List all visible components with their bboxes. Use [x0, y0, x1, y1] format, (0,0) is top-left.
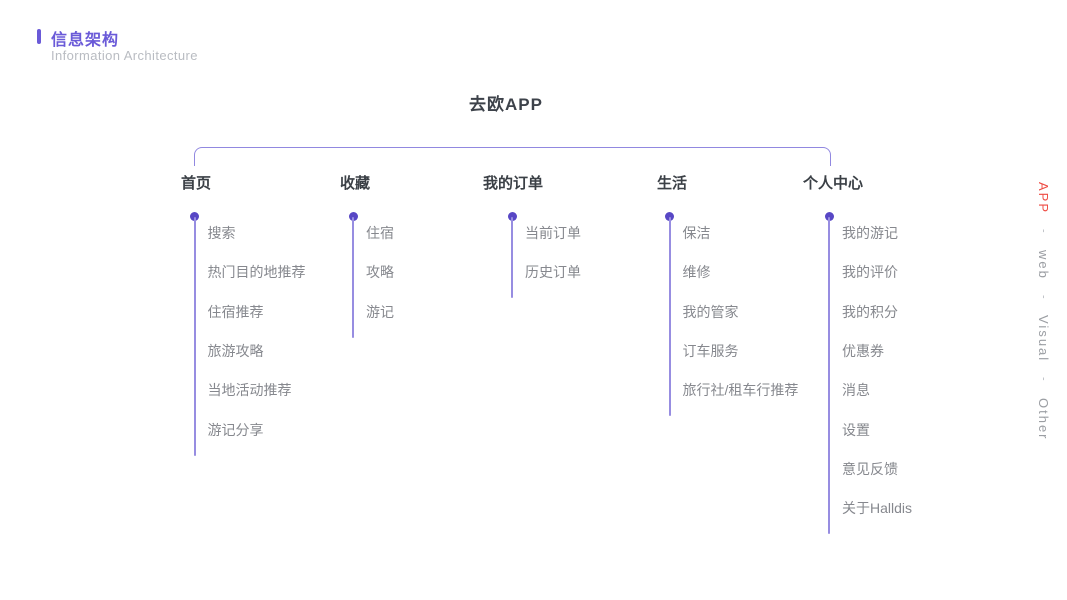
tree-item: 旅行社/租车行推荐 — [682, 382, 799, 399]
nav-separator: - — [1037, 377, 1050, 384]
branch-line — [193, 217, 196, 456]
page-subtitle: Information Architecture — [51, 48, 198, 63]
branch-dot — [507, 212, 517, 221]
branch-dot — [348, 212, 358, 221]
tree-item: 意见反馈 — [842, 460, 898, 477]
branch-line — [668, 217, 671, 417]
tree-item: 优惠券 — [842, 342, 884, 359]
column-header-5: 个人中心 — [803, 175, 864, 192]
tree-item: 消息 — [842, 382, 870, 399]
tree-item: 热门目的地推荐 — [207, 264, 306, 281]
column-header-4: 生活 — [657, 175, 688, 192]
tree-item: 游记 — [366, 303, 394, 320]
tree-item: 游记分享 — [207, 421, 264, 438]
tree-item: 订车服务 — [682, 342, 739, 359]
root-node-label: 去欧APP — [469, 95, 543, 114]
tree-item: 攻略 — [366, 264, 394, 281]
nav-item-web[interactable]: web — [1036, 249, 1051, 280]
branch-line — [352, 217, 354, 338]
tree-bracket-connector — [194, 147, 831, 166]
tree-item: 搜索 — [207, 225, 236, 241]
section-nav: APP - web - Visual - Other — [1036, 182, 1051, 502]
tree-item: 当地活动推荐 — [207, 382, 292, 399]
nav-item-app[interactable]: APP — [1036, 182, 1051, 215]
branch-dot — [190, 212, 199, 221]
tree-item: 关于Halldis — [842, 500, 913, 517]
tree-item: 我的管家 — [682, 303, 739, 320]
column-header-3: 我的订单 — [483, 175, 544, 192]
tree-item: 当前订单 — [525, 225, 581, 241]
tree-item: 我的积分 — [842, 303, 898, 320]
nav-item-visual[interactable]: Visual — [1036, 315, 1051, 363]
page-title: 信息架构 — [51, 32, 120, 49]
tree-item: 住宿推荐 — [207, 303, 264, 320]
nav-separator: - — [1037, 294, 1050, 301]
branch-line — [511, 217, 513, 299]
column-header-1: 首页 — [181, 175, 212, 192]
tree-item: 旅游攻略 — [207, 342, 264, 359]
tree-item: 住宿 — [366, 225, 394, 241]
branch-dot — [665, 212, 674, 221]
branch-line — [828, 217, 830, 535]
nav-separator: - — [1037, 229, 1050, 235]
tree-item: 历史订单 — [525, 264, 581, 281]
tree-item: 我的评价 — [842, 264, 898, 281]
branch-dot — [824, 212, 834, 221]
tree-item: 设置 — [842, 421, 870, 438]
tree-item: 我的游记 — [842, 225, 898, 241]
tree-item: 维修 — [682, 264, 711, 281]
nav-item-other[interactable]: Other — [1036, 398, 1051, 441]
tree-item: 保洁 — [682, 225, 711, 241]
column-header-2: 收藏 — [340, 175, 371, 192]
accent-bar — [37, 29, 41, 44]
